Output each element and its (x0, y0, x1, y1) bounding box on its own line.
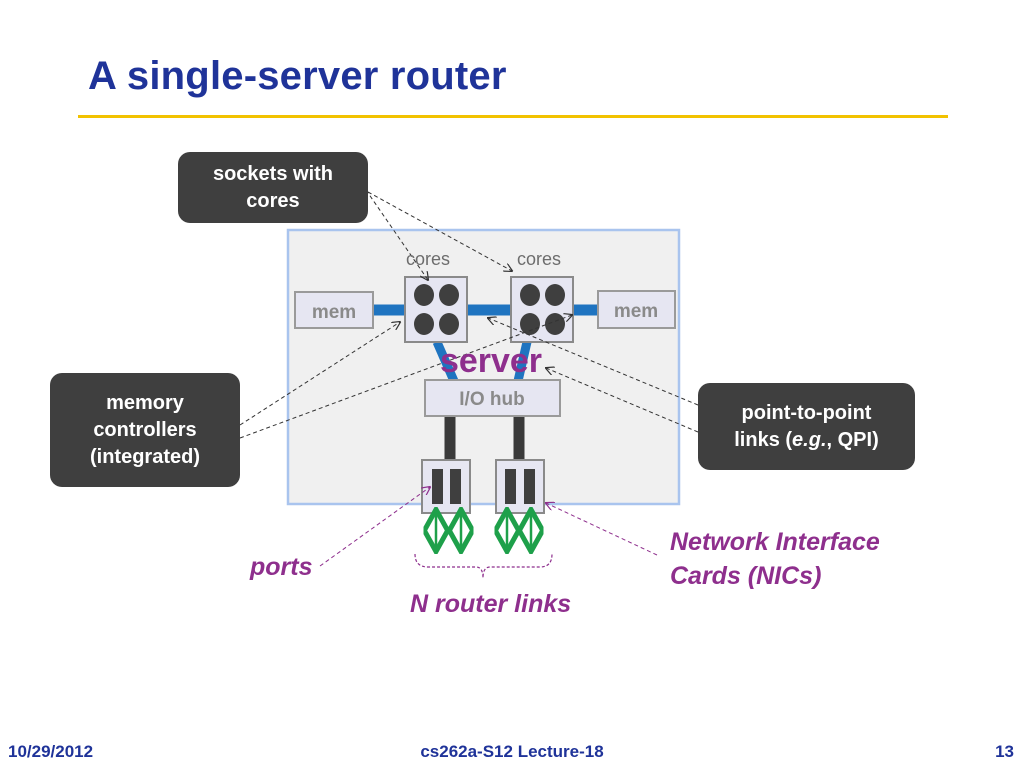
io-link-right (513, 340, 532, 383)
cores-label-left: cores (406, 249, 450, 269)
footer-date: 10/29/2012 (8, 742, 94, 761)
pointer-memctl-left (239, 322, 400, 426)
links-eg: e.g. (792, 428, 827, 451)
cores-label-right: cores (517, 249, 561, 269)
point-to-point-callout: point-to-point links (e.g., QPI) (698, 383, 915, 470)
pointer-sockets-left (365, 189, 428, 280)
sockets-callout-line2: cores (246, 189, 300, 212)
ports-label: ports (250, 553, 313, 581)
pointer-sockets-right (367, 191, 512, 271)
server-box (286, 228, 681, 506)
memctl-line1: memory (106, 391, 184, 414)
mem-label-right: mem (614, 301, 658, 322)
io-hub-label: I/O hub (459, 389, 524, 410)
mem-box-left (294, 291, 374, 329)
io-hub-box (424, 379, 561, 417)
nic-left (421, 459, 471, 514)
socket-left (404, 276, 468, 343)
pointer-links-qpi (488, 318, 699, 406)
title-underline (78, 115, 948, 118)
nic-right (495, 459, 545, 514)
nics-label-line1: Network Interface (670, 528, 880, 556)
router-links-label: N router links (410, 590, 572, 618)
slide-title: A single-server router (88, 54, 507, 98)
memctl-line2: controllers (93, 418, 197, 441)
pointer-ports (319, 487, 430, 567)
pointer-nics (546, 503, 658, 556)
links-suffix: , QPI) (826, 428, 879, 451)
nics-label: Network Interface Cards (NICs) (670, 525, 880, 593)
mem-box-right (597, 290, 676, 329)
links-line2: links (e.g., QPI) (734, 427, 878, 454)
memctl-line3: (integrated) (90, 445, 200, 468)
socket-right (510, 276, 574, 343)
links-line1: point-to-point (741, 401, 872, 424)
router-links-brace (414, 553, 553, 579)
footer-course: cs262a-S12 Lecture-18 (420, 742, 604, 761)
sockets-callout-line1: sockets with (212, 162, 334, 185)
mem-label-left: mem (312, 302, 356, 323)
server-label: server (440, 342, 542, 380)
memory-controllers-callout: memory controllers (integrated) (50, 373, 240, 487)
footer-page-number: 13 (995, 742, 1014, 761)
pointer-memctl-right (239, 315, 572, 439)
sockets-callout: sockets with cores (178, 152, 368, 223)
links-prefix: links ( (734, 428, 793, 451)
nics-label-line2: Cards (NICs) (670, 562, 822, 590)
